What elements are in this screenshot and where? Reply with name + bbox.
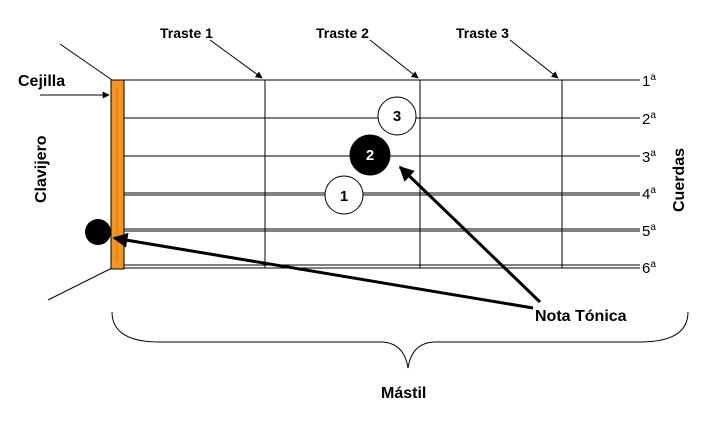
finger-dot-2-label: 2 <box>366 147 374 164</box>
root-arrow-to-open <box>112 232 534 310</box>
fret-2-arrow <box>369 39 419 79</box>
string-label-6: 6a <box>642 259 656 277</box>
strings-group <box>122 79 640 269</box>
fret-3-arrow <box>509 39 559 79</box>
finger-dot-1: 1 <box>324 175 364 215</box>
neck-brace <box>111 311 689 369</box>
finger-dot-1-label: 1 <box>340 188 348 205</box>
root-arrow-to-fret <box>398 165 542 304</box>
string-label-5: 5a <box>642 222 656 240</box>
finger-dot-3-label: 3 <box>393 108 401 125</box>
fret-1-label: Traste 1 <box>160 25 213 41</box>
strings-label: Cuerdas <box>671 148 688 212</box>
neck-label: Mástil <box>381 385 426 402</box>
string-label-3: 3a <box>642 148 656 166</box>
fret-2-label: Traste 2 <box>316 25 369 41</box>
string-label-1: 1a <box>642 72 656 90</box>
nut-label: Cejilla <box>18 73 65 90</box>
fret-3-label: Traste 3 <box>456 25 509 41</box>
headstock-edge-top <box>59 43 113 81</box>
open-string-root-dot <box>85 219 111 245</box>
root-note-label: Nota Tónica <box>535 308 627 325</box>
finger-dot-3: 3 <box>377 96 417 136</box>
finger-dot-2: 2 <box>349 134 391 176</box>
headstock-label: Clavijero <box>33 135 50 203</box>
string-label-2: 2a <box>642 110 656 128</box>
string-label-4: 4a <box>642 185 656 203</box>
fret-1-arrow <box>209 39 263 79</box>
headstock-edge-bottom <box>47 267 113 301</box>
